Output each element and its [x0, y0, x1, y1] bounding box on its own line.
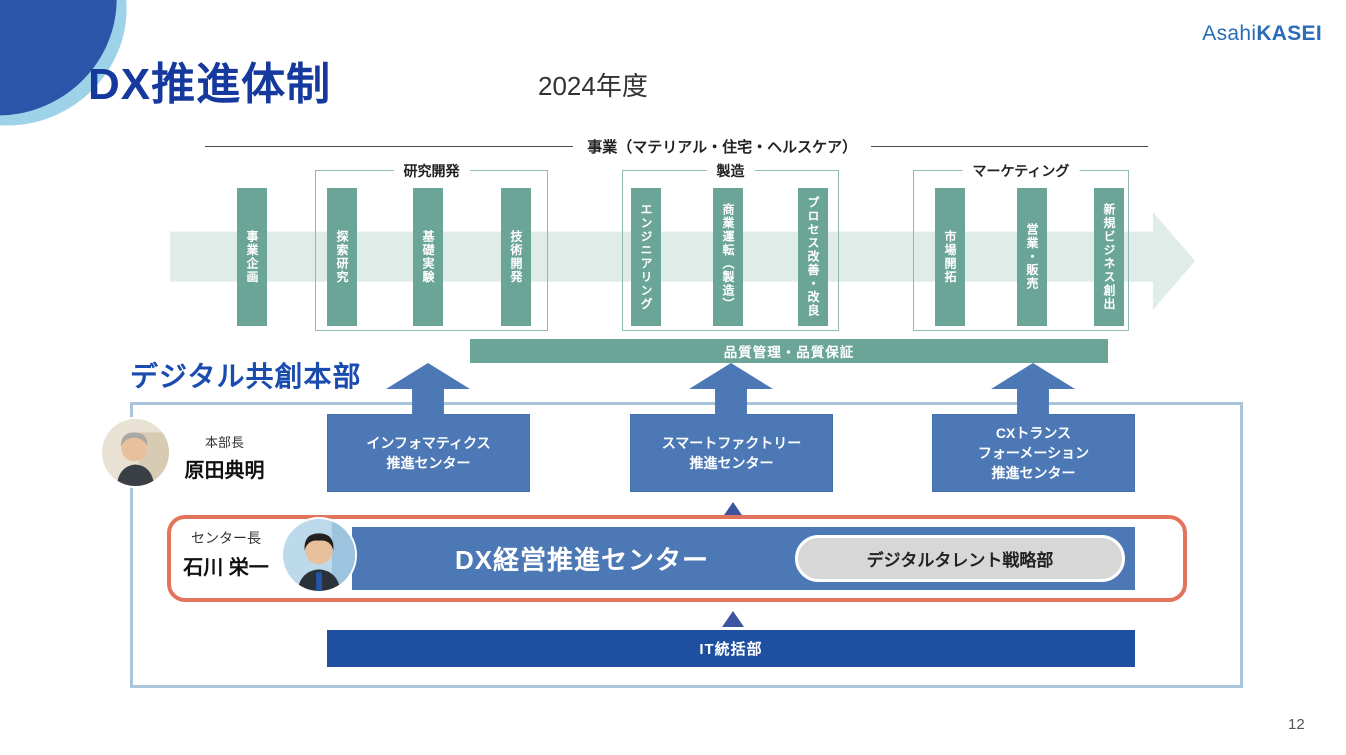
division-head-role: 本部長	[204, 435, 244, 450]
dx-center-highlight-box	[167, 515, 1187, 602]
quality-management-bar: 品質管理・品質保証	[470, 339, 1108, 363]
dx-center-head-photo	[283, 519, 355, 591]
dx-management-center-label: DX経営推進センター	[454, 545, 710, 575]
header-line-right	[871, 146, 1148, 147]
dx-management-center-bar: DX経営推進センター デジタルタレント戦略部	[352, 527, 1135, 590]
process-bar-sales: 営業・販売	[1017, 188, 1047, 326]
fiscal-year-label: 2024年度	[538, 71, 648, 101]
small-up-arrow-it-icon	[722, 611, 744, 627]
division-head-block: 本部長 原田典明	[172, 432, 277, 483]
dx-center-head-avatar-icon	[283, 519, 355, 591]
division-title: デジタル共創本部	[130, 361, 362, 392]
dx-center-head-role: センター長	[191, 530, 261, 546]
division-head-photo	[102, 419, 169, 486]
group-box-rnd: 研究開発	[315, 161, 548, 331]
process-bar-market-development: 市場開拓	[935, 188, 965, 326]
header-line-left	[205, 146, 574, 147]
process-bar-basic-experiment: 基礎実験	[413, 188, 443, 326]
group-label-marketing: マーケティング	[962, 161, 1080, 181]
business-header: 事業（マテリアル・住宅・ヘルスケア）	[205, 136, 1148, 157]
group-box-marketing: マーケティング	[913, 161, 1129, 331]
dx-center-head-name: 石川 栄一	[183, 557, 269, 579]
logo-kasei: KASEI	[1256, 22, 1322, 45]
process-bar-technology-development: 技術開発	[501, 188, 531, 326]
page-title: DX推進体制	[88, 60, 332, 109]
division-head-avatar-icon	[102, 419, 169, 486]
digital-talent-strategy-pill: デジタルタレント戦略部	[795, 535, 1125, 582]
process-bar-process-improvement: プロセス改善・改良	[798, 188, 828, 326]
process-bar-exploratory-research: 探索研究	[327, 188, 357, 326]
small-up-arrow-dx-icon	[722, 502, 744, 518]
company-logo: AsahiKASEI	[1202, 22, 1322, 46]
process-bar-commercial-operation: 商業運転（製造）	[713, 188, 743, 326]
it-department-bar: IT統括部	[327, 630, 1135, 667]
process-bar-engineering: エンジニアリング	[631, 188, 661, 326]
business-header-label: 事業（マテリアル・住宅・ヘルスケア）	[587, 139, 858, 156]
process-bar-business-planning: 事業企画	[237, 188, 267, 326]
division-head-name: 原田典明	[184, 460, 265, 482]
logo-asahi: Asahi	[1202, 22, 1257, 45]
process-bar-new-business-creation: 新規ビジネス創出	[1094, 188, 1124, 326]
group-label-rnd: 研究開発	[393, 161, 470, 181]
page-number: 12	[1288, 716, 1305, 733]
dx-center-head-block: センター長 石川 栄一	[170, 528, 282, 580]
center-box-smart-factory: スマートファクトリー 推進センター	[630, 414, 833, 492]
group-box-manufacturing: 製造	[622, 161, 839, 331]
center-box-cx-transformation: CXトランス フォーメーション 推進センター	[932, 414, 1135, 492]
center-box-informatics: インフォマティクス 推進センター	[327, 414, 530, 492]
group-label-manufacturing: 製造	[706, 161, 755, 181]
